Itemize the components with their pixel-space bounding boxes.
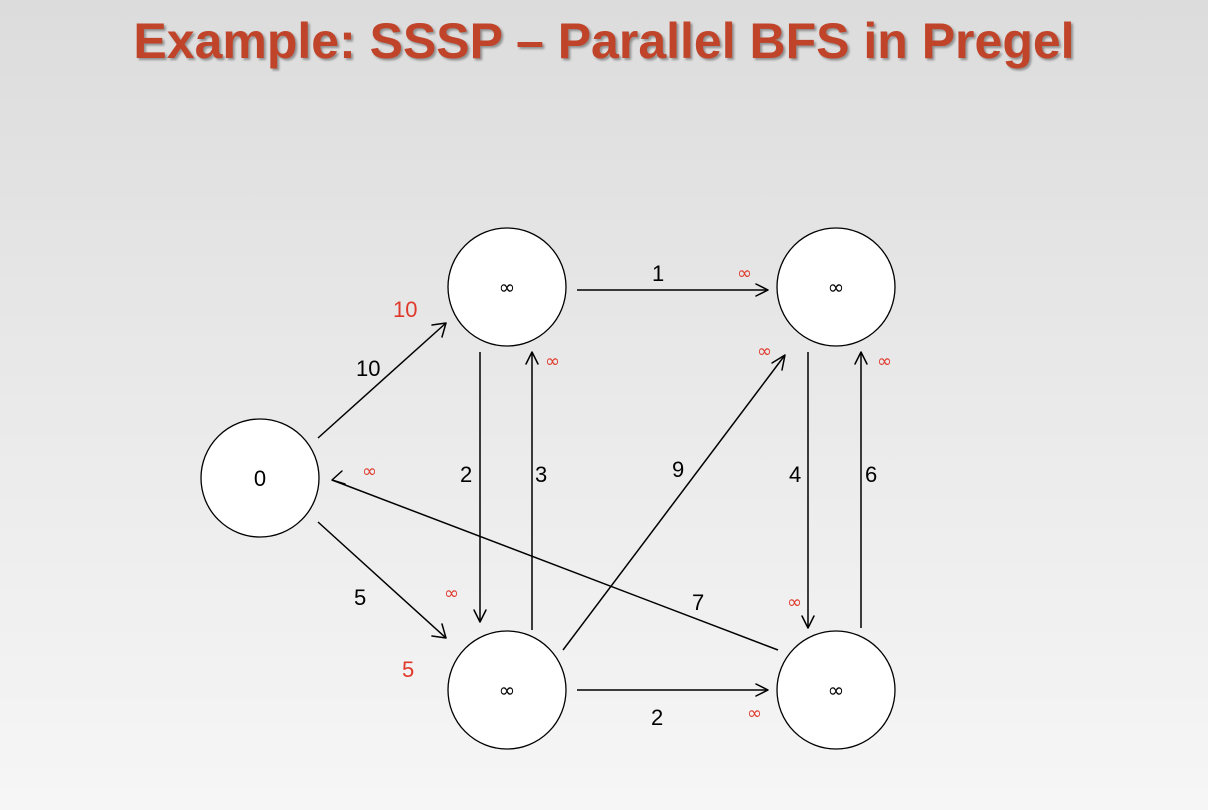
edge-label-src-bl: 5 <box>354 585 366 610</box>
edge-tl-to-tr <box>577 283 769 297</box>
edge-src-to-tl <box>317 322 447 439</box>
node-top-right: ∞ <box>776 227 896 347</box>
message-tl-from-src: 10 <box>393 297 417 322</box>
edge-tr-to-br <box>801 352 815 629</box>
edge-br-to-tr <box>854 351 868 628</box>
message-bl-from-src: 5 <box>402 657 414 682</box>
message-tr-from-tl: ∞ <box>737 263 752 284</box>
edge-label-tl-tr: 1 <box>652 261 664 286</box>
edge-bl-to-tr <box>562 354 786 651</box>
node-top-left-value: ∞ <box>499 275 516 299</box>
edge-label-tl-bl: 2 <box>460 462 472 487</box>
edge-label-bl-tl: 3 <box>535 462 547 487</box>
node-source-value: 0 <box>254 466 266 491</box>
edge-label-bl-tr: 9 <box>672 457 684 482</box>
message-tl-from-bl: ∞ <box>545 351 560 372</box>
edge-bl-to-br <box>577 683 769 697</box>
message-br-from-bl: ∞ <box>747 703 762 724</box>
edge-bl-to-tl <box>525 351 539 630</box>
node-bottom-left-value: ∞ <box>499 678 516 702</box>
node-source: 0 <box>200 418 320 538</box>
message-tr-from-bl: ∞ <box>757 341 772 362</box>
edge-label-src-tl: 10 <box>356 356 380 381</box>
edge-src-to-bl <box>317 521 447 639</box>
edge-label-tr-br: 4 <box>789 462 801 487</box>
edge-label-bl-br: 2 <box>651 705 663 730</box>
edge-label-br-src: 7 <box>692 590 704 615</box>
edge-tl-to-bl <box>473 352 487 623</box>
node-top-left: ∞ <box>447 227 567 347</box>
node-bottom-left: ∞ <box>447 630 567 750</box>
message-tr-from-br: ∞ <box>877 351 892 372</box>
slide-title: Example: SSSP – Parallel BFS in Pregel <box>133 13 1075 69</box>
message-src-from-br: ∞ <box>362 461 377 482</box>
message-bl-from-tl: ∞ <box>444 583 459 604</box>
edge-label-br-tr: 6 <box>865 462 877 487</box>
node-bottom-right-value: ∞ <box>828 678 845 702</box>
message-br-from-tr: ∞ <box>787 592 802 613</box>
node-top-right-value: ∞ <box>828 275 845 299</box>
node-bottom-right: ∞ <box>776 630 896 750</box>
edge-br-to-src <box>331 470 779 651</box>
